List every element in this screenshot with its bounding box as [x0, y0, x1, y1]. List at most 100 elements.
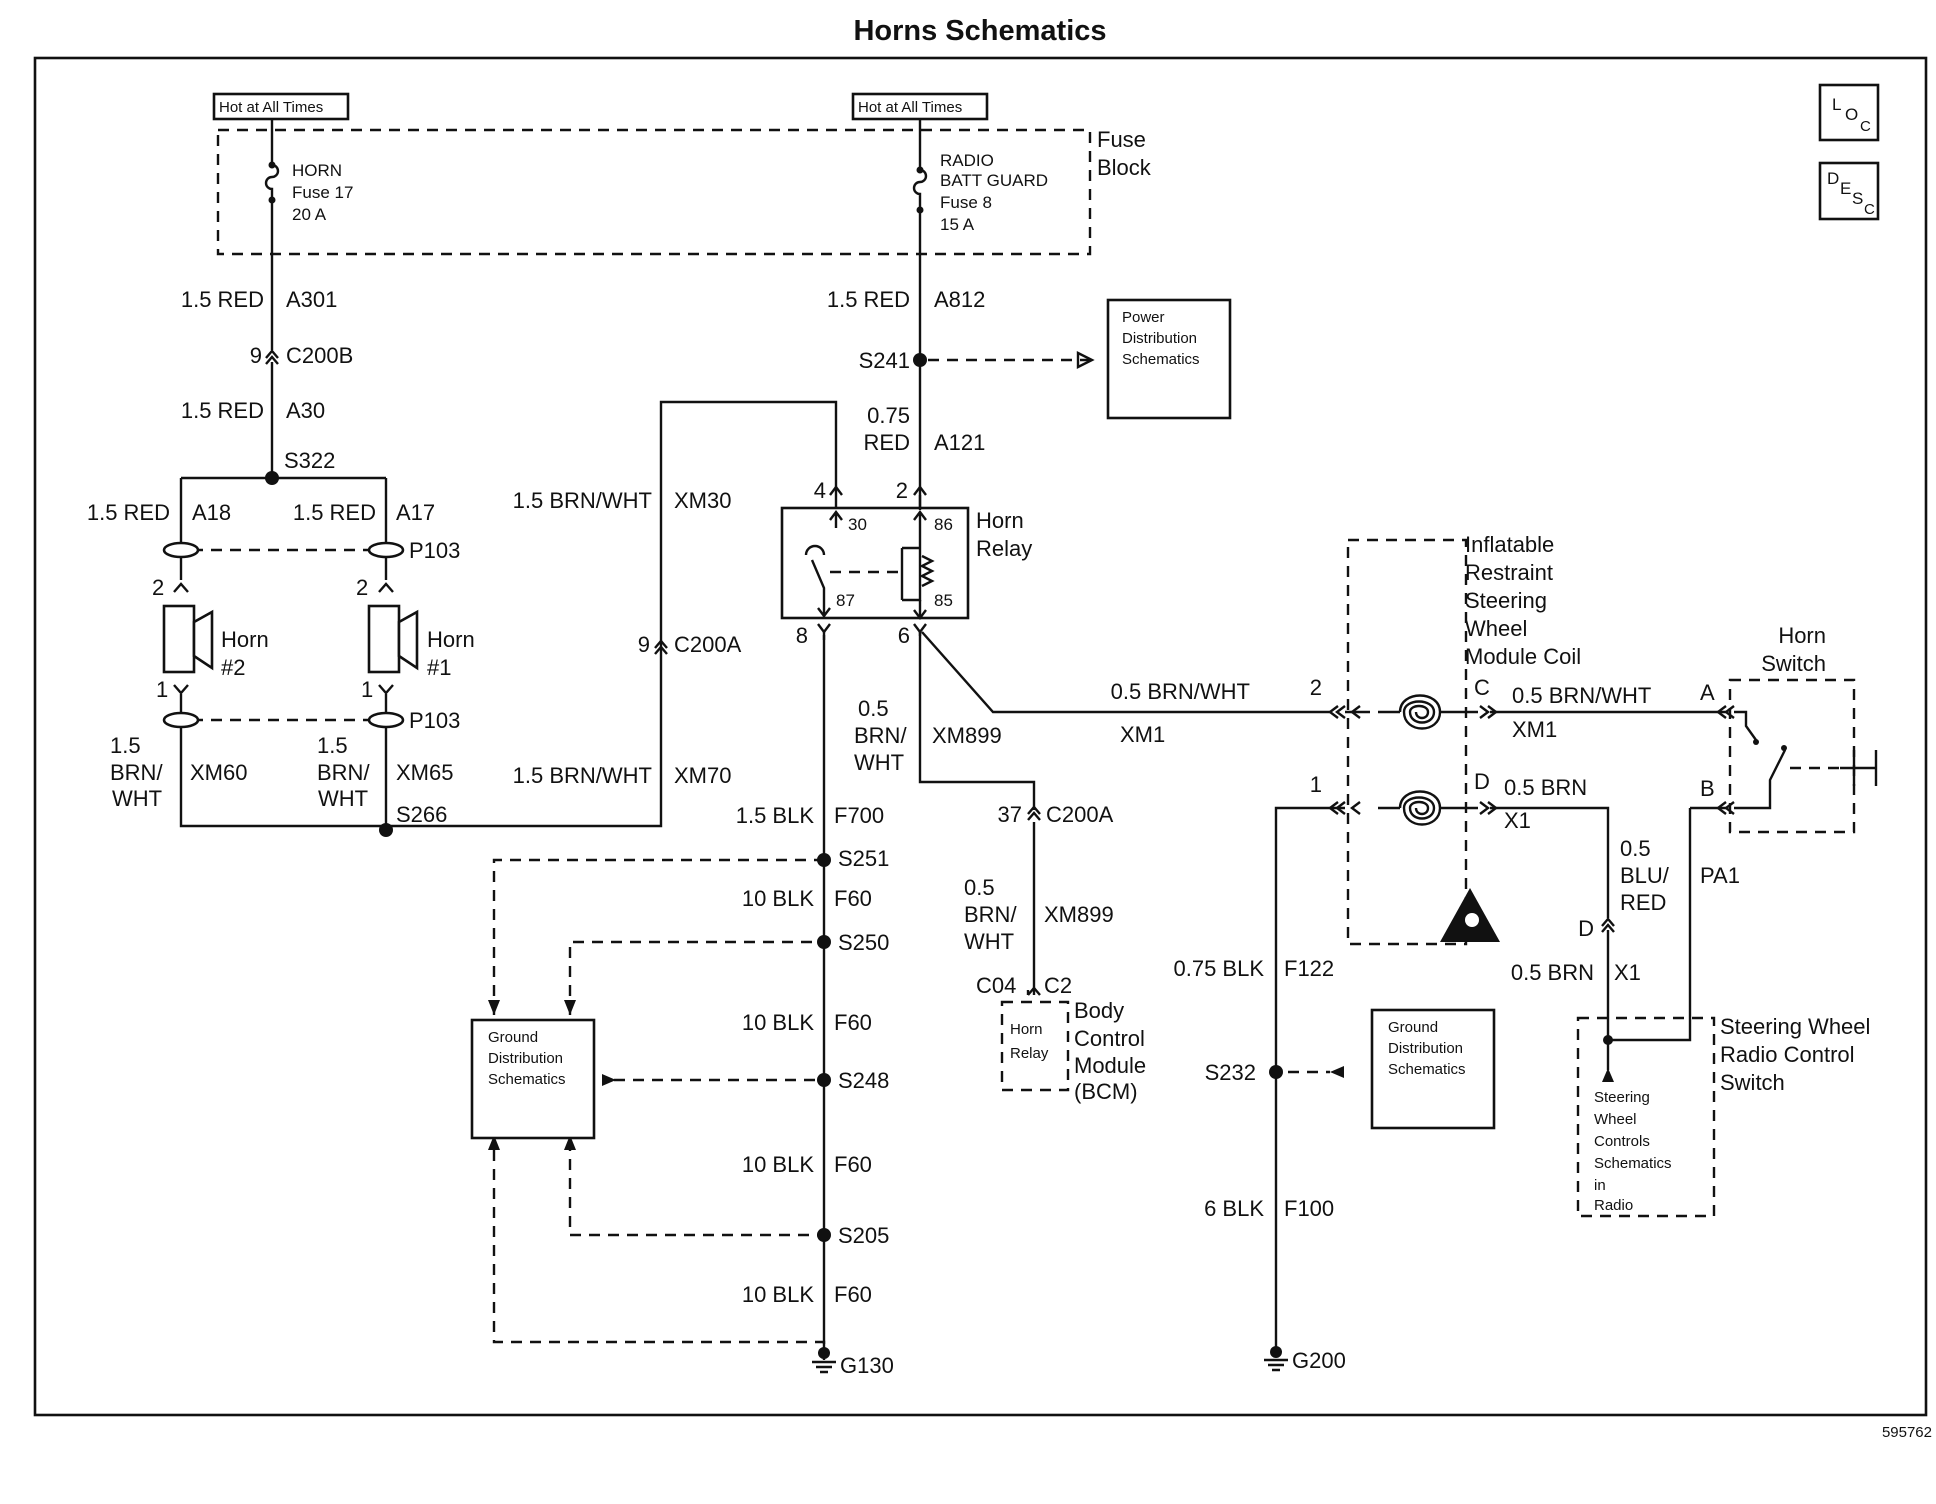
splice-s251: S251 [838, 846, 889, 871]
wire-f122-size: 0.75 BLK [1173, 956, 1264, 981]
wire-f60-3-size: 10 BLK [742, 1152, 814, 1177]
wire-f60-4-size: 10 BLK [742, 1282, 814, 1307]
relay-term-30: 30 [848, 515, 867, 534]
svg-text:Radio: Radio [1594, 1197, 1633, 1214]
wire-xm30-size: 1.5 BRN/WHT [513, 488, 652, 513]
swc-ref-box[interactable]: Steering Wheel Controls Schematics in Ra… [1594, 1089, 1672, 1214]
horn-relay-label: Horn [976, 508, 1024, 533]
swrc-label: Steering Wheel [1720, 1014, 1870, 1039]
svg-text:O: O [1845, 105, 1858, 124]
airbag-warning-icon [1440, 888, 1500, 942]
splice-s251-dot [817, 853, 831, 867]
wire-f60-2-size: 10 BLK [742, 1010, 814, 1035]
svg-text:in: in [1594, 1177, 1606, 1194]
ground-g200-icon [1264, 1346, 1288, 1372]
svg-text:Hot at All Times: Hot at All Times [219, 99, 323, 116]
svg-text:S: S [1852, 189, 1863, 208]
splice-s322: S322 [284, 448, 335, 473]
wire-xm899-b-size-1: 0.5 [964, 875, 995, 900]
wire-xm65-circuit: XM65 [396, 760, 453, 785]
wire-xm60-size-3: WHT [112, 786, 162, 811]
wire-xm70-size: 1.5 BRN/WHT [513, 763, 652, 788]
wire-xm60-circuit: XM60 [190, 760, 247, 785]
radio-fuse-number: Fuse 8 [940, 193, 992, 212]
horn-fuse-rating: 20 A [292, 205, 327, 224]
wire-xm899-b-size-2: BRN/ [964, 902, 1017, 927]
svg-text:Power: Power [1122, 309, 1165, 326]
wire-pa1-size-2: BLU/ [1620, 863, 1670, 888]
loc-icon[interactable]: L O C [1818, 83, 1880, 142]
horn-2-pin-2: 2 [152, 575, 164, 600]
horn-1-number: #1 [427, 655, 451, 680]
bcm-box: Horn Relay [1000, 986, 1070, 1092]
wire-xm60-size-2: BRN/ [110, 760, 163, 785]
desc-icon[interactable]: D E S C [1818, 161, 1880, 221]
svg-text:Horn: Horn [1010, 1021, 1043, 1038]
coil-label-3: Steering [1465, 588, 1547, 613]
wire-pa1-circuit: PA1 [1700, 863, 1740, 888]
radio-fuse-rating: 15 A [940, 215, 975, 234]
wire-pa1-size-1: 0.5 [1620, 836, 1651, 861]
relay-pin-4: 4 [814, 478, 826, 503]
wire-xm1-b-circuit: XM1 [1512, 717, 1557, 742]
wire-xm70-circuit: XM70 [674, 763, 731, 788]
c200a-1-name: C200A [674, 632, 742, 657]
bcm-label-2: Control [1074, 1026, 1145, 1051]
bcm-label-4: (BCM) [1074, 1079, 1138, 1104]
horn-fuse-label: HORN [292, 161, 342, 180]
bcm-pin-c04: C04 [976, 973, 1016, 998]
p103-bottom-label: P103 [409, 708, 460, 733]
splice-s241: S241 [859, 348, 910, 373]
wire-a121-size-1: 0.75 [867, 403, 910, 428]
x1-connector-pin: D [1578, 916, 1594, 941]
wire-xm30-circuit: XM30 [674, 488, 731, 513]
svg-text:C: C [1860, 118, 1871, 135]
coil-label: Inflatable [1465, 532, 1554, 557]
wire-f60-4-circuit: F60 [834, 1282, 872, 1307]
radio-fuse-icon [912, 119, 928, 214]
horn-2-icon [162, 582, 214, 695]
hot-label-left: Hot at All Times [212, 92, 350, 121]
svg-text:Steering: Steering [1594, 1089, 1650, 1106]
coil-pin-1: 1 [1310, 772, 1322, 797]
ground-g130-icon [812, 1347, 836, 1374]
horn-switch-label: Horn [1778, 623, 1826, 648]
svg-text:Fuse: Fuse [1097, 127, 1146, 152]
relay-wiring [822, 210, 1330, 1360]
relay-pin-8: 8 [796, 623, 808, 648]
c200a-1-connector [654, 639, 668, 649]
radio-fuse-label-2: BATT GUARD [940, 171, 1048, 190]
horn-1-icon [367, 582, 419, 695]
splice-s248-dot [817, 1073, 831, 1087]
svg-text:C: C [1864, 201, 1875, 218]
wire-x1-b-circuit: X1 [1614, 960, 1641, 985]
horn-switch-label-2: Switch [1761, 651, 1826, 676]
coil-pin-2: 2 [1310, 675, 1322, 700]
wire-xm899-a-size-3: WHT [854, 750, 904, 775]
wire-xm60-size-1: 1.5 [110, 733, 141, 758]
splice-s232-dot [1269, 1065, 1283, 1079]
horn-2-label: Horn [221, 627, 269, 652]
ground-distribution-right-box[interactable]: Ground Distribution Schematics [1370, 1008, 1496, 1130]
horn-fuse-number: Fuse 17 [292, 183, 353, 202]
wire-xm899-b-size-3: WHT [964, 929, 1014, 954]
svg-text:Distribution: Distribution [488, 1050, 563, 1067]
wire-a30-circuit: A30 [286, 398, 325, 423]
svg-text:Ground: Ground [1388, 1019, 1438, 1036]
wire-f122-circuit: F122 [1284, 956, 1334, 981]
switch-pin-b: B [1700, 776, 1715, 801]
clockspring-coil-icon [1378, 694, 1478, 826]
wire-a812-circuit: A812 [934, 287, 985, 312]
ground-distribution-left-box[interactable]: Ground Distribution Schematics [470, 1018, 596, 1140]
wire-a17-size: 1.5 RED [293, 500, 376, 525]
splice-s250-dot [817, 935, 831, 949]
wire-a18-circuit: A18 [192, 500, 231, 525]
wire-f100-circuit: F100 [1284, 1196, 1334, 1221]
horn-fuse-icon [264, 119, 280, 204]
c200b-name: C200B [286, 343, 353, 368]
wire-a18-size: 1.5 RED [87, 500, 170, 525]
hot-label-right: Hot at All Times [851, 92, 989, 121]
horn-2-number: #2 [221, 655, 245, 680]
power-distribution-box[interactable]: Power Distribution Schematics [1106, 298, 1232, 420]
